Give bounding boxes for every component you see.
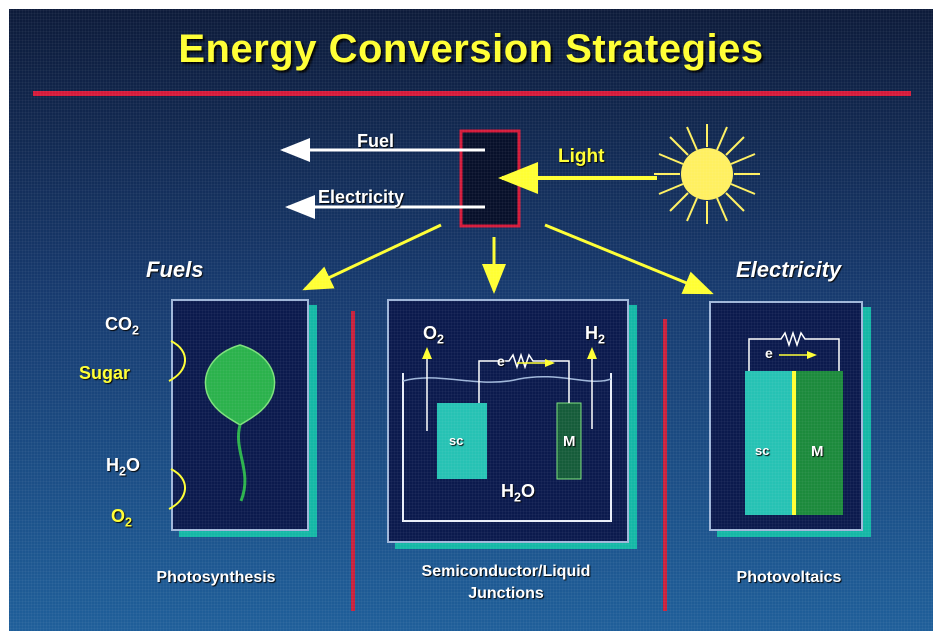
light-label: Light — [558, 146, 605, 167]
leaf-icon — [204, 344, 276, 502]
sclj-m-label: M — [563, 433, 576, 450]
co2-label: CO2 — [105, 314, 140, 338]
pv-m-label: M — [811, 443, 824, 460]
slide: Energy Conversion Strategies — [9, 9, 933, 631]
pv-sc-layer — [745, 371, 793, 515]
photosynthesis-caption: Photosynthesis — [156, 569, 276, 586]
sclj-h2-label: H2 — [585, 323, 606, 347]
fuels-cycle-arrows — [168, 340, 186, 510]
sun-icon — [654, 124, 760, 224]
o2-label: O2 — [111, 506, 133, 530]
separator-left — [351, 311, 355, 611]
title-divider — [33, 91, 911, 96]
electricity-label: Electricity — [318, 187, 405, 207]
sc-electrode — [437, 403, 487, 479]
sclj-electron-label: e — [497, 353, 505, 369]
photovoltaics-caption: Photovoltaics — [736, 569, 842, 586]
electricity-heading: Electricity — [736, 257, 842, 282]
sugar-label: Sugar — [79, 363, 131, 383]
diagram-arrows — [280, 124, 760, 611]
pv-cell — [745, 330, 843, 515]
electricity-col-arrow — [544, 223, 714, 295]
sclj-panel: O2 H2 e sc M H2O — [387, 299, 629, 543]
photosynthesis-panel — [171, 299, 309, 531]
sclj-sc-label: sc — [449, 433, 464, 448]
pv-m-layer — [795, 371, 843, 515]
photovoltaics-panel: e sc M — [709, 301, 863, 531]
h2o-label: H2O — [106, 455, 141, 479]
separator-right — [663, 319, 667, 611]
page-title: Energy Conversion Strategies — [178, 27, 764, 71]
sclj-o2-label: O2 — [423, 323, 445, 347]
electrochemical-cell — [402, 347, 612, 522]
pv-electron-label: e — [765, 345, 773, 361]
fuel-label: Fuel — [357, 131, 395, 151]
m-electrode — [556, 402, 582, 480]
fuels-arrow — [302, 223, 442, 291]
fuels-heading: Fuels — [146, 257, 204, 282]
sclj-h2o-label: H2O — [501, 481, 536, 505]
pv-sc-label: sc — [755, 443, 770, 458]
